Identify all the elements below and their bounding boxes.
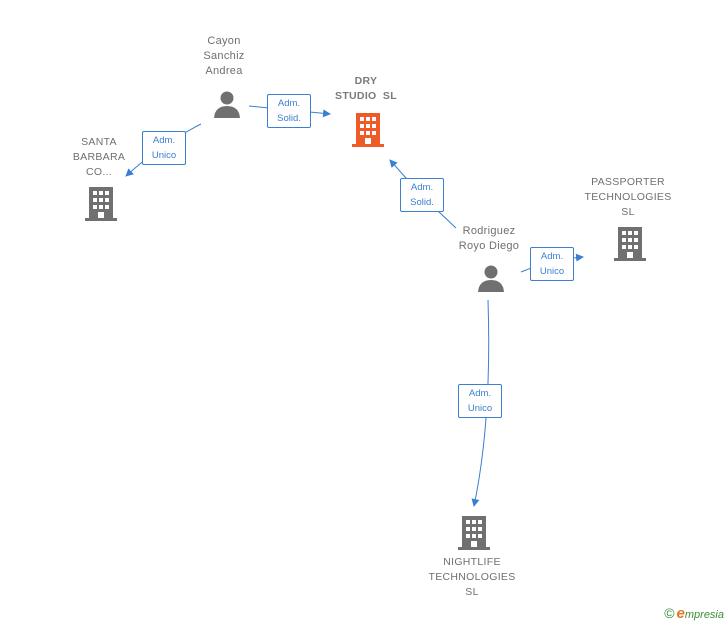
node-label-line: Royo Diego bbox=[458, 240, 520, 252]
node-label-nightlife[interactable]: NIGHTLIFE TECHNOLOGIES SL bbox=[417, 555, 527, 600]
node-label-line: STUDIO SL bbox=[335, 90, 397, 102]
relation-label[interactable]: Adm. Solid. bbox=[400, 178, 444, 212]
building-icon[interactable] bbox=[84, 185, 118, 221]
relation-label[interactable]: Adm. Unico bbox=[530, 247, 574, 281]
relation-label-line: Adm. bbox=[152, 135, 176, 146]
node-label-rodriguez[interactable]: Rodriguez Royo Diego bbox=[444, 224, 534, 254]
brand-initial: e bbox=[676, 605, 685, 622]
node-label-line: SANTA bbox=[81, 136, 117, 148]
node-label-line: TECHNOLOGIES bbox=[584, 191, 672, 203]
node-label-line: Andrea bbox=[205, 65, 243, 77]
relation-label-line: Adm. bbox=[277, 98, 301, 109]
relation-label-line: Solid. bbox=[277, 113, 301, 124]
building-icon[interactable] bbox=[457, 514, 491, 550]
node-label-line: Cayon bbox=[207, 35, 241, 47]
building-icon[interactable] bbox=[613, 225, 647, 261]
node-label-passporter[interactable]: PASSPORTER TECHNOLOGIES SL bbox=[573, 175, 683, 220]
node-label-dry-studio[interactable]: DRY STUDIO SL bbox=[316, 74, 416, 104]
node-label-line: SL bbox=[621, 206, 635, 218]
node-label-cayon[interactable]: Cayon Sanchiz Andrea bbox=[184, 34, 264, 79]
brand-logo: ©empresia bbox=[664, 605, 724, 622]
node-label-line: CO... bbox=[85, 166, 112, 178]
node-label-line: Sanchiz bbox=[203, 50, 245, 62]
person-icon[interactable] bbox=[476, 263, 506, 293]
node-label-line: PASSPORTER bbox=[591, 176, 665, 188]
brand-name: mpresia bbox=[684, 609, 724, 621]
relation-label-line: Unico bbox=[539, 266, 565, 277]
node-label-line: TECHNOLOGIES bbox=[428, 571, 516, 583]
relation-label-line: Unico bbox=[467, 403, 493, 414]
relation-label-line: Adm. bbox=[540, 251, 564, 262]
node-label-line: Rodriguez bbox=[462, 225, 516, 237]
node-label-line: DRY bbox=[354, 75, 378, 87]
node-label-santa-barbara[interactable]: SANTA BARBARA CO... bbox=[59, 135, 139, 180]
relation-label[interactable]: Adm. Unico bbox=[142, 131, 186, 165]
relation-label[interactable]: Adm. Solid. bbox=[267, 94, 311, 128]
node-label-line: BARBARA bbox=[72, 151, 126, 163]
relation-label-line: Unico bbox=[151, 150, 177, 161]
node-label-line: SL bbox=[465, 586, 479, 598]
person-icon[interactable] bbox=[212, 89, 242, 119]
relation-label-line: Adm. bbox=[410, 182, 434, 193]
node-label-line: NIGHTLIFE bbox=[443, 556, 501, 568]
building-icon[interactable] bbox=[351, 111, 385, 147]
relation-label[interactable]: Adm. Unico bbox=[458, 384, 502, 418]
relation-label-line: Solid. bbox=[410, 197, 434, 208]
copyright-icon: © bbox=[664, 605, 675, 621]
relation-label-line: Adm. bbox=[468, 388, 492, 399]
